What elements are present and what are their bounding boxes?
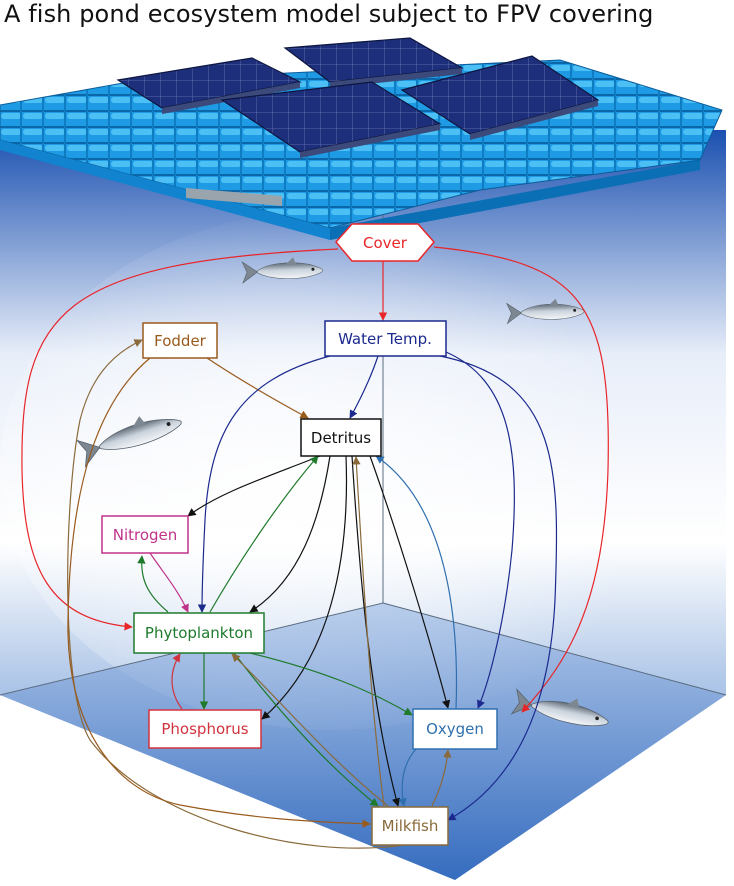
node-nitrogen-label: Nitrogen: [113, 526, 178, 544]
edge-water-temp-to-detritus: [349, 355, 379, 419]
edge-water-temp-to-phytoplankton: [197, 355, 331, 613]
pond-floor: [0, 603, 726, 880]
node-detritus: Detritus: [300, 418, 382, 457]
node-oxygen-label: Oxygen: [426, 720, 484, 738]
node-phytoplankton: Phytoplankton: [133, 612, 265, 654]
node-fodder-label: Fodder: [154, 332, 207, 350]
edge-phytoplankton-to-milkfish: [233, 652, 379, 807]
edge-phytoplankton-to-nitrogen: [137, 555, 169, 613]
edge-oxygen-to-detritus: [375, 455, 458, 710]
float-array-side: [330, 160, 700, 240]
edge-phytoplankton-to-oxygen: [249, 652, 413, 716]
edge-nitrogen-to-phytoplankton: [149, 552, 189, 613]
edges-layer: [21, 246, 609, 849]
edge-phosphorus-to-phytoplankton: [171, 653, 183, 710]
fpv-platform: [0, 37, 723, 240]
tank-floor-right-edge: [382, 602, 727, 696]
node-milkfish-box: [371, 806, 449, 846]
node-nitrogen: Nitrogen: [101, 515, 189, 554]
node-phytoplankton-label: Phytoplankton: [145, 624, 253, 642]
node-milkfish-label: Milkfish: [382, 817, 439, 835]
edge-oxygen-to-milkfish: [398, 748, 417, 807]
node-nitrogen-box: [101, 515, 189, 554]
edge-milkfish-to-fodder: [67, 339, 405, 849]
edge-milkfish-to-phytoplankton: [231, 653, 389, 807]
edge-fodder-to-milkfish: [67, 357, 371, 828]
node-cover-shape: [335, 223, 435, 262]
edge-milkfish-to-oxygen: [431, 749, 452, 807]
node-fodder: Fodder: [142, 322, 218, 359]
node-phosphorus-label: Phosphorus: [161, 720, 248, 738]
node-water-temp: Water Temp.: [324, 320, 447, 357]
edge-cover-to-phytoplankton: [21, 248, 339, 631]
edge-detritus-to-phosphorus: [261, 455, 348, 720]
node-milkfish: Milkfish: [371, 806, 449, 846]
solar-panel-3-edge: [470, 100, 598, 140]
edge-detritus-to-phytoplankton: [249, 455, 331, 613]
node-cover: Cover: [335, 223, 435, 262]
node-detritus-label: Detritus: [311, 429, 371, 447]
node-phosphorus: Phosphorus: [148, 709, 262, 749]
edge-milkfish-to-detritus: [352, 456, 385, 807]
edge-detritus-to-oxygen: [369, 455, 451, 709]
solar-panel-1-edge: [162, 82, 300, 114]
node-phytoplankton-box: [133, 612, 265, 654]
edge-fodder-to-detritus: [206, 357, 309, 419]
walkway-plate: [186, 188, 282, 206]
solar-panel-4-edge: [300, 124, 440, 158]
node-water-temp-box: [324, 320, 447, 357]
edge-phytoplankton-to-detritus: [209, 455, 319, 613]
diagram-title: A fish pond ecosystem model subject to F…: [4, 0, 654, 28]
edge-water-temp-to-oxygen: [445, 351, 515, 709]
node-cover-label: Cover: [363, 234, 408, 252]
node-oxygen-box: [412, 708, 498, 750]
float-array-front: [0, 140, 330, 240]
edge-water-temp-to-milkfish: [439, 355, 558, 821]
edge-cover-to-oxygen: [433, 246, 609, 713]
node-water-temp-label: Water Temp.: [338, 330, 432, 348]
node-fodder-box: [142, 322, 218, 359]
node-oxygen: Oxygen: [412, 708, 498, 750]
node-detritus-box: [300, 418, 382, 457]
node-phosphorus-box: [148, 709, 262, 749]
edge-detritus-to-nitrogen: [187, 455, 321, 517]
